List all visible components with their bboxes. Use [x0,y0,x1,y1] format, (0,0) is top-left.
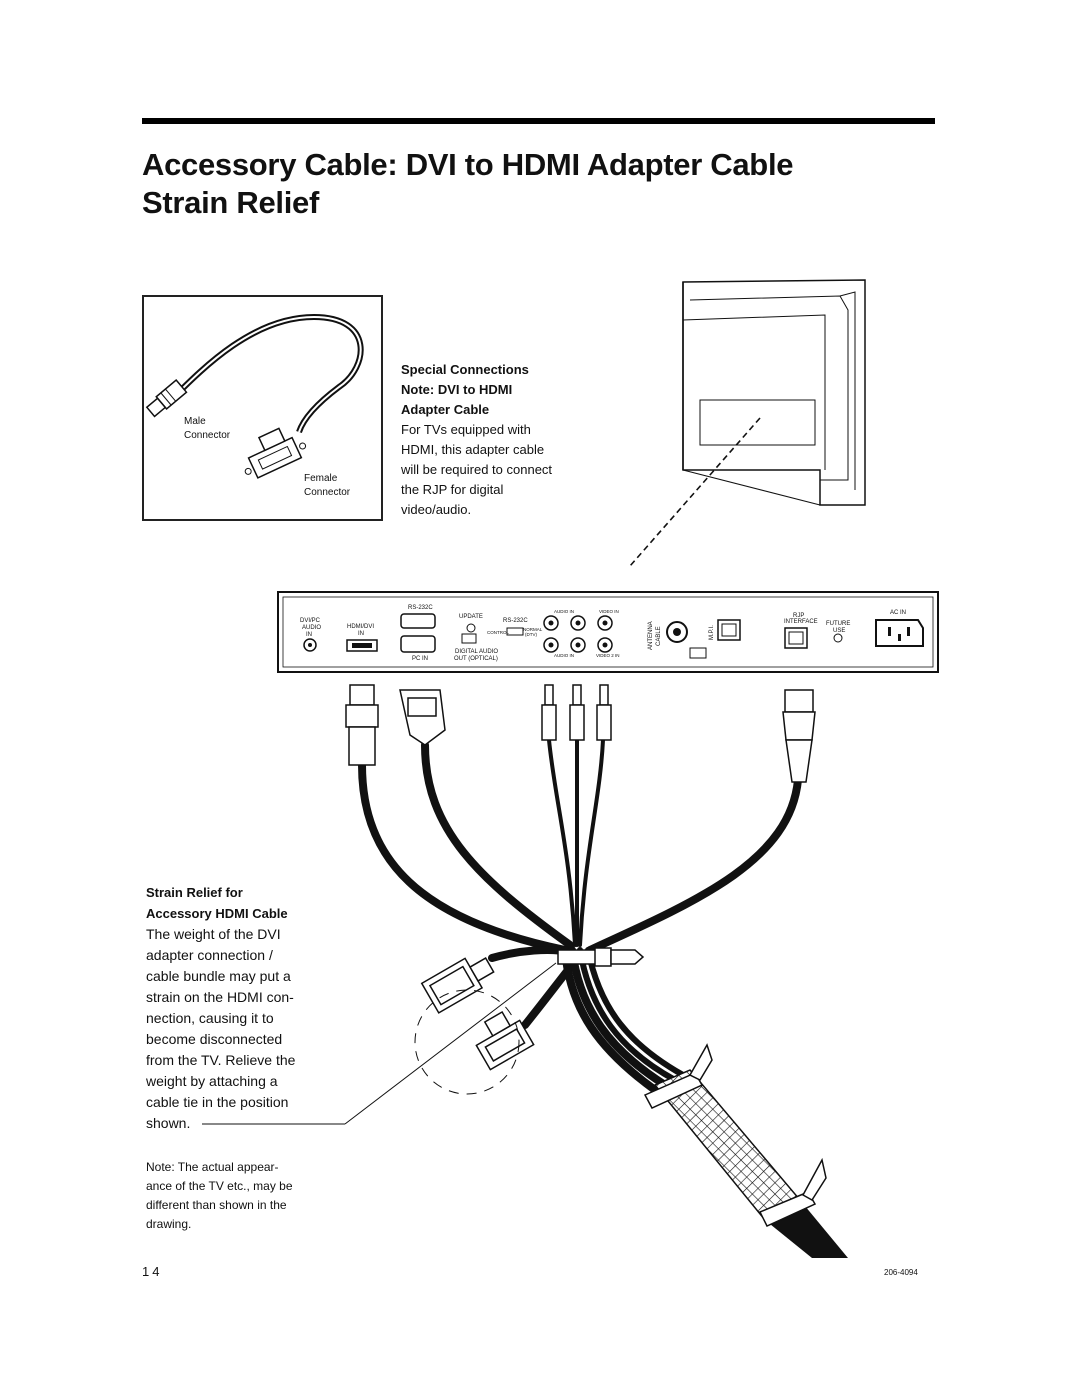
label-hdmi-dvi-1: HDMI/DVI [347,624,374,630]
special-heading-3: Adapter Cable [401,402,490,417]
note-line: drawing. [146,1217,192,1231]
label-hdmi-dvi-2: IN [358,631,364,637]
label-rjp-interface: INTERFACE [784,619,818,625]
strain-body-line: become disconnected [146,1031,283,1047]
cable-tie [557,947,645,967]
strain-body-line: nection, causing it to [146,1010,274,1026]
detail-dashed-circle [414,989,520,1095]
strain-body-line: strain on the HDMI con- [146,989,294,1005]
dvi-plug-lower [420,957,495,1014]
label-use: USE [833,628,845,634]
tv-rear-illustration [682,279,866,506]
male-hdmi-connector [145,378,188,418]
special-body-line: video/audio. [401,502,472,517]
label-audio-in: AUDIO IN [554,609,574,614]
note-line: ance of the TV etc., may be [146,1179,293,1193]
lower-cable-tie-2 [758,1157,827,1227]
label-dvi-audio-1: DVI/PC [300,618,321,624]
leader-dashed-line [629,417,761,567]
label-digital-audio-2: OUT (OPTICAL) [454,656,498,662]
dvi-socket-lower [475,1010,535,1071]
pointer-line [344,962,557,1125]
special-body-line: the RJP for digital [401,482,504,497]
label-audio-in-2: AUDIO IN [554,653,574,658]
strain-body-line: from the TV. Relieve the [146,1052,296,1068]
strain-body-line: The weight of the DVI [146,926,281,942]
hdmi-plug [345,684,379,766]
special-body-line: HDMI, this adapter cable [401,442,545,457]
label-rs232c-top: RS-232C [408,605,433,611]
note-line: different than shown in the [146,1198,287,1212]
strain-body-line: adapter connection / [146,947,273,963]
header-rule [142,118,935,124]
male-label-2: Connector [184,430,231,441]
label-future: FUTURE [826,621,850,627]
note-line: Note: The actual appear- [146,1160,279,1174]
title-line-1: Accessory Cable: DVI to HDMI Adapter Cab… [142,147,794,182]
label-control: CONTROL [487,630,509,635]
label-dvi-audio-2: AUDIO [302,625,321,631]
special-body-line: will be required to connect [401,462,553,477]
lower-cable-tie-1 [643,1043,713,1109]
rca-plugs [541,684,612,741]
title-line-2: Strain Relief [142,185,319,220]
strain-body-line: cable bundle may put a [146,968,291,984]
label-video2-in: VIDEO 2 IN [596,653,620,658]
rj45-plug [782,689,816,783]
page-number: 14 [142,1264,163,1279]
dvi-plug [399,689,446,746]
special-body-line: For TVs equipped with [401,422,531,437]
label-digital-audio-1: DIGITAL AUDIO [455,649,498,655]
label-update: UPDATE [459,614,483,620]
label-pc-in: PC IN [412,656,428,662]
label-video-in: VIDEO IN [599,609,619,614]
strain-body-line: cable tie in the position [146,1094,289,1110]
special-connections-text: Special Connections Note: DVI to HDMI Ad… [401,360,601,520]
label-rjp: RJP [793,613,804,619]
document-number: 206-4094 [884,1268,918,1277]
special-heading-2: Note: DVI to HDMI [401,382,513,397]
female-dvi-connector [244,427,307,479]
label-dvi-audio-3: IN [306,632,312,638]
label-mpi: M.P.I. [709,625,715,640]
connection-panel: RS-232C DVI/PC AUDIO IN HDMI/DVI IN PC I… [277,591,939,673]
strain-heading-1: Strain Relief for [146,885,243,900]
page-title: Accessory Cable: DVI to HDMI Adapter Cab… [142,146,942,222]
label-dtv: (DTV) [525,632,537,637]
adapter-cable-inset: Male Connector Female Connector [142,295,383,521]
label-antenna: ANTENNA [648,621,654,650]
label-cable: CABLE [656,626,662,646]
label-normal: NORMAL [523,627,543,632]
cable-bundle [358,738,802,1094]
female-label-2: Connector [304,487,351,498]
adapter-cable-illustration [145,313,364,479]
strain-body-line: weight by attaching a [146,1073,278,1089]
male-label-1: Male [184,416,206,427]
special-heading-1: Special Connections [401,362,529,377]
label-ac-in: AC IN [890,610,906,616]
disclaimer-note: Note: The actual appear- ance of the TV … [146,1158,336,1234]
strain-relief-text: Strain Relief for Accessory HDMI Cable T… [146,882,336,1134]
strain-heading-2: Accessory HDMI Cable [146,906,288,921]
label-rs232c: RS-232C [503,618,528,624]
female-label-1: Female [304,473,338,484]
strain-body-line: shown. [146,1115,191,1131]
